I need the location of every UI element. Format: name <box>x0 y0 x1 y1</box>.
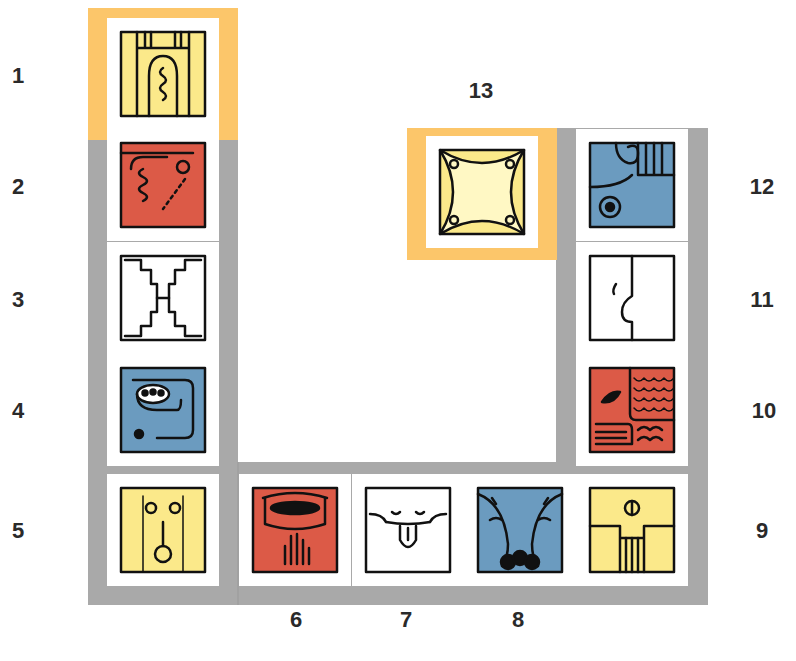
callout-number: 10 <box>752 398 776 424</box>
callout-number: 9 <box>756 518 768 544</box>
callout-number: 4 <box>12 398 24 424</box>
glyph-tile <box>107 129 219 241</box>
callout-number: 1 <box>12 63 24 89</box>
glyph-tile <box>107 474 219 586</box>
glyph-tile <box>107 18 219 130</box>
callout-number: 3 <box>12 287 24 313</box>
glyph-tile <box>239 474 351 586</box>
glyph-tile <box>107 242 219 354</box>
glyph-tile <box>107 354 219 466</box>
highlight <box>407 128 557 260</box>
glyph-tile <box>426 136 538 248</box>
glyph-tile <box>576 354 688 466</box>
callout-number: 6 <box>290 607 302 633</box>
callout-number: 13 <box>469 78 493 104</box>
callout-number: 11 <box>750 287 773 313</box>
glyph-tile <box>576 474 688 586</box>
highlight <box>88 8 238 140</box>
grey-band <box>88 128 708 605</box>
glyph-tile <box>576 242 688 354</box>
callout-number: 7 <box>400 607 412 633</box>
callout-number: 8 <box>512 607 524 633</box>
callout-number: 12 <box>750 174 774 200</box>
callout-number: 2 <box>12 174 24 200</box>
glyph-tile <box>464 474 576 586</box>
callout-number: 5 <box>12 518 24 544</box>
glyph-tile <box>352 474 464 586</box>
glyph-tile <box>576 129 688 241</box>
